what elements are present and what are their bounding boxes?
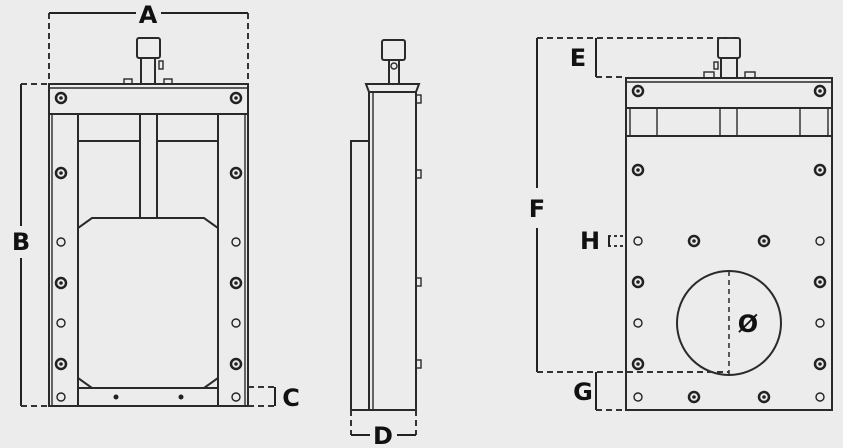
bolt-center	[59, 281, 63, 285]
bolt-holes	[54, 91, 243, 402]
bolt-hole	[633, 236, 643, 246]
bolt-hole	[815, 392, 825, 402]
bolt-center	[234, 171, 238, 175]
bolt-center	[762, 395, 766, 399]
bolt-center	[234, 96, 238, 100]
dimension-h: H	[580, 227, 626, 255]
dimension-c: C	[248, 384, 300, 412]
bolt-hole	[231, 318, 241, 328]
bolt-hole	[815, 236, 825, 246]
bolt-center	[818, 168, 822, 172]
dimension-d: D	[350, 410, 417, 448]
bolt-center	[818, 89, 822, 93]
rear-view	[625, 37, 833, 411]
bolt-center	[59, 362, 63, 366]
bolt-center	[636, 89, 640, 93]
bolt-hole	[633, 318, 643, 328]
label-c: C	[282, 384, 300, 412]
bolt-center	[818, 362, 822, 366]
label-g: G	[573, 378, 593, 406]
label-d: D	[373, 422, 393, 448]
bolt-center	[636, 168, 640, 172]
dimension-e: E	[537, 37, 738, 78]
bolt-hole	[56, 318, 66, 328]
label-b: B	[12, 228, 30, 256]
bolt-holes	[631, 84, 827, 404]
bolt-hole	[231, 237, 241, 247]
dimension-g: G	[537, 371, 729, 411]
dimension-a: A	[48, 1, 249, 84]
bolt-center	[636, 362, 640, 366]
bolt-center	[234, 281, 238, 285]
label-f: F	[529, 195, 545, 223]
bolt-center	[818, 280, 822, 284]
front-view	[48, 37, 249, 407]
bolt-center	[59, 96, 63, 100]
label-e: E	[570, 44, 586, 72]
bolt-center	[762, 239, 766, 243]
dimension-b: B	[12, 83, 49, 407]
side-view	[350, 39, 422, 411]
bolt-center	[59, 171, 63, 175]
bolt-hole	[633, 392, 643, 402]
bolt-center	[234, 362, 238, 366]
label-a: A	[139, 1, 158, 29]
bolt-center	[692, 239, 696, 243]
bolt-hole	[56, 237, 66, 247]
label-h: H	[580, 227, 600, 255]
bolt-hole	[815, 318, 825, 328]
bolt-center	[692, 395, 696, 399]
bolt-center	[636, 280, 640, 284]
bolt-hole	[56, 392, 66, 402]
label-diameter: Ø	[738, 310, 758, 338]
bolt-hole	[231, 392, 241, 402]
dimension-f: F	[529, 38, 545, 372]
